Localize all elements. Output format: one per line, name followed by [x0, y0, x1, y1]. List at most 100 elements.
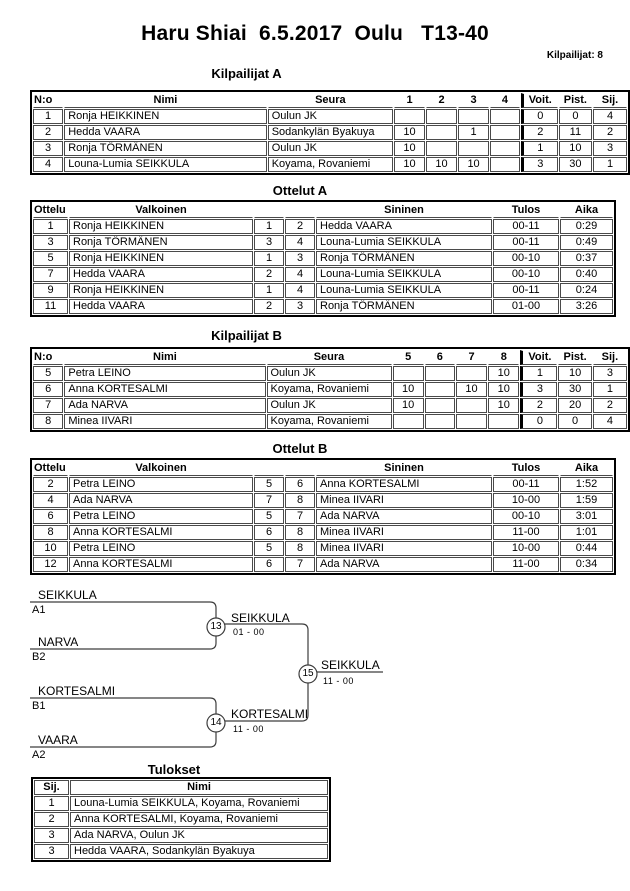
table-cell: 4 [592, 414, 627, 429]
bracket-line-slot-b1 [30, 697, 217, 715]
table-cell: 3 [254, 235, 284, 250]
table-cell: Ada NARVA [316, 557, 492, 572]
column-header: Valkoinen [69, 203, 253, 218]
table-cell: Ronja HEIKKINEN [69, 219, 253, 234]
table-cell: Petra LEINO [69, 541, 253, 556]
table-cell: 0 [520, 414, 558, 429]
table-cell: 5 [33, 366, 64, 381]
column-header: Valkoinen [69, 461, 253, 476]
table-cell: 10 [394, 125, 426, 140]
bracket-match-circle-15 [298, 664, 318, 684]
bracket-line-slot-b2 [30, 635, 217, 650]
table-cell: 2 [520, 125, 558, 140]
column-header: Voit. [520, 350, 558, 365]
table-cell: 1 [593, 157, 627, 172]
table-cell: 4 [285, 235, 315, 250]
column-header: Tulos [493, 203, 559, 218]
table-cell [458, 109, 490, 124]
table-cell: 0:49 [560, 235, 613, 250]
column-header: 1 [394, 93, 426, 108]
table-cell: Minea IIVARI [64, 414, 266, 429]
table-cell: 11-00 [493, 525, 559, 540]
column-header: Nimi [64, 93, 267, 108]
table-cell: Anna KORTESALMI [316, 477, 492, 492]
table-cell: 6 [285, 477, 315, 492]
table-cell: Anna KORTESALMI [64, 382, 266, 397]
table-cell: 9 [33, 283, 68, 298]
table-cell [424, 366, 455, 381]
bracket-slot-name: SEIKKULA [38, 588, 97, 602]
table-cell: 10 [426, 157, 458, 172]
column-header: Sij. [592, 350, 627, 365]
table-cell: 5 [254, 477, 284, 492]
bracket-line-slot-a1 [30, 601, 217, 619]
table-cell: Anna KORTESALMI, Koyama, Rovaniemi [70, 812, 328, 827]
page-title: Haru Shiai 6.5.2017 Oulu T13-40 [141, 22, 489, 45]
column-header: Ottelu [33, 203, 68, 218]
column-header: 6 [424, 350, 455, 365]
table-cell: 7 [285, 509, 315, 524]
table-cell: Koyama, Rovaniemi [266, 414, 392, 429]
table-cell: 2 [254, 267, 284, 282]
table-cell: Hedda VAARA [69, 267, 253, 282]
table-cell: Petra LEINO [69, 477, 253, 492]
table-cell: 11 [558, 125, 592, 140]
column-header: Seura [266, 350, 392, 365]
table-cell [392, 366, 424, 381]
table-cell: Hedda VAARA, Sodankylän Byakuya [70, 844, 328, 859]
table-cell: 1 [520, 366, 558, 381]
table-cell: 20 [558, 398, 592, 413]
table-cell: 30 [558, 382, 592, 397]
column-header: Tulos [493, 461, 559, 476]
table-cell: 2 [34, 812, 69, 827]
table-cell: Oulun JK [266, 366, 392, 381]
table-cell: 10 [394, 157, 426, 172]
column-header: Pist. [558, 350, 592, 365]
table-cell: 1 [254, 251, 284, 266]
table-cell: Louna-Lumia SEIKKULA, Koyama, Rovaniemi [70, 796, 328, 811]
table-cell: Hedda VAARA [69, 299, 253, 314]
table-cell: Oulun JK [267, 109, 394, 124]
column-header [254, 203, 284, 218]
table-cell: 3:01 [560, 509, 613, 524]
bracket-winner-name: SEIKKULA [231, 611, 290, 625]
bracket-winner-name: KORTESALMI [231, 707, 309, 721]
table-cell: 00-10 [493, 267, 559, 282]
table-cell [394, 109, 426, 124]
bracket-slot-name: NARVA [38, 635, 79, 649]
table-cell: Anna KORTESALMI [69, 525, 253, 540]
table-cell: 00-11 [493, 219, 559, 234]
table-cell: 00-11 [493, 235, 559, 250]
bracket-match-number: 13 [210, 621, 222, 632]
table-cell: Anna KORTESALMI [69, 557, 253, 572]
table-cell: 1:52 [560, 477, 613, 492]
table-cell: 5 [254, 541, 284, 556]
table-cell: 6 [254, 557, 284, 572]
table-cell: Ada NARVA, Oulun JK [70, 828, 328, 843]
table-cell [455, 366, 488, 381]
table-cell: 3 [285, 299, 315, 314]
bracket-match-circle-14 [206, 713, 226, 733]
table-cell: 1 [33, 109, 64, 124]
table-cell [424, 414, 455, 429]
column-header: 4 [490, 93, 520, 108]
table-cell: 7 [254, 493, 284, 508]
table-cell: 3 [593, 141, 627, 156]
matches-b-heading: Ottelut B [272, 441, 328, 456]
table-cell [426, 109, 458, 124]
bracket-line-slot-a2 [30, 731, 217, 748]
bracket-winner-name: SEIKKULA [321, 658, 380, 672]
table-cell: 7 [285, 557, 315, 572]
table-cell: 4 [593, 109, 627, 124]
